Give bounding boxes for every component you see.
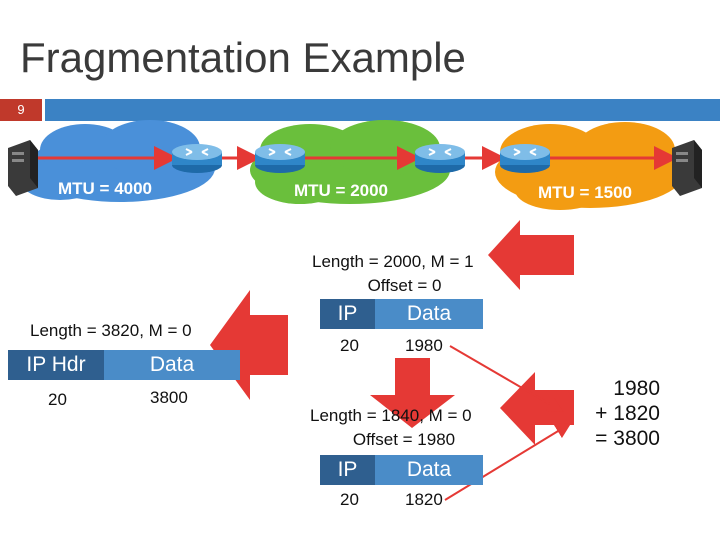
fragment-arrow bbox=[488, 220, 574, 290]
ip-header-segment: IP bbox=[320, 455, 375, 485]
ip-size: 20 bbox=[48, 390, 67, 409]
original-length-label: Length = 3820, M = 0 bbox=[30, 321, 192, 340]
slide-number: 9 bbox=[0, 99, 42, 121]
ip-size: 20 bbox=[340, 490, 359, 509]
router-icon bbox=[255, 144, 305, 173]
network-mtu-label: MTU = 2000 bbox=[294, 181, 389, 200]
fragment1-packet: IP Data bbox=[320, 299, 483, 329]
sum-line: + 1820 bbox=[595, 402, 660, 425]
fragment2-offset-label: Offset = 1980 bbox=[352, 430, 456, 449]
sum-arrow bbox=[449, 345, 564, 413]
sum-line: = 3800 bbox=[595, 427, 660, 450]
slide-title: Fragmentation Example bbox=[20, 34, 466, 81]
ip-header-segment: IP Hdr bbox=[8, 350, 104, 380]
sum-arrow bbox=[444, 422, 572, 501]
data-size: 1820 bbox=[405, 490, 443, 509]
sum-line: 1980 bbox=[613, 377, 660, 400]
data-segment: Data bbox=[375, 299, 483, 329]
data-size: 3800 bbox=[150, 388, 188, 407]
computer-icon bbox=[8, 140, 38, 196]
original-packet: IP Hdr Data bbox=[8, 350, 240, 380]
fragment2-packet: IP Data bbox=[320, 455, 483, 485]
ip-size: 20 bbox=[340, 336, 359, 355]
data-segment: Data bbox=[375, 455, 483, 485]
network-mtu-label: MTU = 1500 bbox=[538, 183, 633, 202]
fragment1-length-label: Length = 2000, M = 1 bbox=[312, 252, 474, 271]
router-icon bbox=[415, 144, 465, 173]
fragment-arrow bbox=[500, 372, 574, 445]
fragment-arrow bbox=[370, 358, 455, 428]
title-accent-bar bbox=[45, 99, 720, 121]
fragment1-offset-label: Offset = 0 bbox=[367, 276, 442, 295]
cloud-network-1 bbox=[20, 120, 215, 202]
fragment2-length-label: Length = 1840, M = 0 bbox=[310, 406, 472, 425]
router-icon bbox=[172, 144, 222, 173]
computer-icon bbox=[672, 140, 702, 196]
network-mtu-label: MTU = 4000 bbox=[58, 179, 153, 198]
data-size: 1980 bbox=[405, 336, 443, 355]
data-segment: Data bbox=[104, 350, 240, 380]
router-icon bbox=[500, 144, 550, 173]
ip-header-segment: IP bbox=[320, 299, 375, 329]
fragment-arrow bbox=[210, 290, 288, 400]
